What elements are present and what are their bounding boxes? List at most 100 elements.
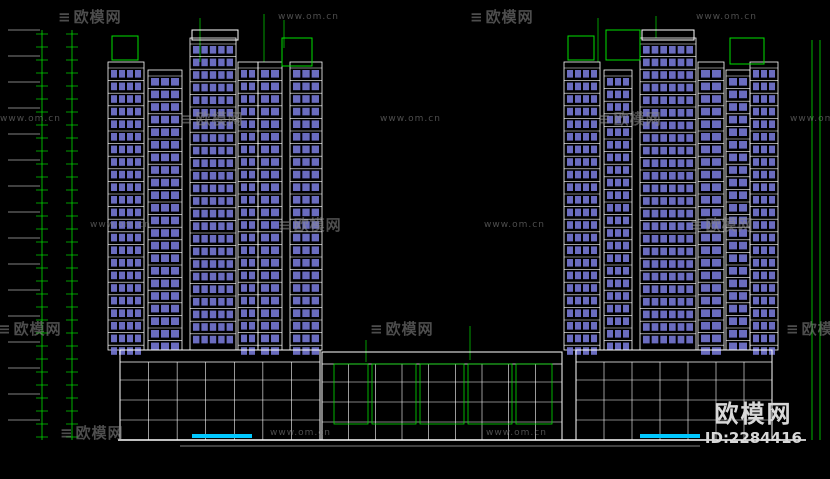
window — [311, 246, 319, 254]
window — [293, 271, 301, 280]
window — [249, 145, 255, 154]
window — [241, 271, 247, 280]
window — [651, 197, 659, 205]
window — [271, 296, 279, 305]
window — [583, 170, 589, 179]
window — [171, 254, 179, 262]
window — [271, 82, 279, 91]
window — [686, 146, 693, 155]
window — [241, 233, 247, 242]
window — [651, 184, 659, 193]
window — [739, 229, 747, 237]
window — [660, 172, 667, 180]
window — [701, 259, 710, 267]
window — [591, 334, 597, 343]
window — [643, 235, 650, 243]
window — [135, 233, 141, 242]
window — [209, 109, 217, 117]
window — [686, 247, 693, 256]
window — [119, 183, 125, 191]
window — [677, 134, 685, 142]
window — [201, 285, 208, 293]
window — [567, 107, 573, 116]
window — [615, 317, 621, 325]
window — [111, 158, 117, 166]
window — [111, 246, 117, 254]
window — [218, 58, 225, 67]
window — [607, 128, 613, 136]
window — [712, 70, 721, 78]
window — [193, 285, 200, 293]
window — [739, 115, 747, 124]
window — [111, 183, 117, 191]
window — [226, 172, 233, 180]
window — [739, 153, 747, 162]
window — [193, 335, 200, 344]
window — [575, 158, 581, 166]
window — [127, 120, 133, 128]
window — [607, 279, 613, 288]
roof-structure — [605, 29, 641, 61]
window — [111, 347, 117, 355]
window — [669, 260, 676, 268]
window — [739, 216, 747, 225]
window — [583, 271, 589, 280]
window — [769, 133, 775, 141]
window — [615, 267, 621, 275]
window — [127, 170, 133, 179]
window — [729, 342, 737, 351]
window — [261, 334, 269, 343]
window — [209, 121, 217, 130]
window — [739, 254, 747, 262]
window — [712, 334, 721, 343]
window — [615, 279, 621, 288]
window — [677, 46, 685, 54]
window — [241, 145, 247, 154]
window — [623, 153, 629, 162]
window — [151, 178, 159, 187]
window — [249, 259, 255, 267]
window — [769, 246, 775, 254]
window — [111, 334, 117, 343]
window — [171, 317, 179, 325]
window — [261, 322, 269, 330]
window — [111, 221, 117, 229]
window — [201, 323, 208, 331]
window — [241, 107, 247, 116]
window — [567, 208, 573, 217]
window — [686, 96, 693, 104]
window — [161, 128, 169, 136]
window — [302, 107, 310, 116]
window — [739, 342, 747, 351]
window — [218, 46, 225, 54]
window — [607, 141, 613, 149]
window — [761, 271, 767, 280]
window — [677, 209, 685, 218]
window — [607, 216, 613, 225]
window — [686, 222, 693, 230]
window — [712, 145, 721, 154]
window — [302, 259, 310, 267]
window — [218, 172, 225, 180]
window — [209, 272, 217, 281]
window — [226, 272, 233, 281]
window — [669, 109, 676, 117]
window — [591, 284, 597, 292]
window — [218, 285, 225, 293]
window — [201, 260, 208, 268]
window — [677, 71, 685, 79]
window — [607, 153, 613, 162]
window — [761, 259, 767, 267]
window — [193, 172, 200, 180]
window — [729, 178, 737, 187]
window — [293, 334, 301, 343]
window — [643, 71, 650, 79]
window — [218, 247, 225, 256]
window — [161, 304, 169, 313]
window — [201, 247, 208, 256]
window — [171, 279, 179, 288]
window — [119, 170, 125, 179]
window — [739, 178, 747, 187]
window — [651, 298, 659, 306]
